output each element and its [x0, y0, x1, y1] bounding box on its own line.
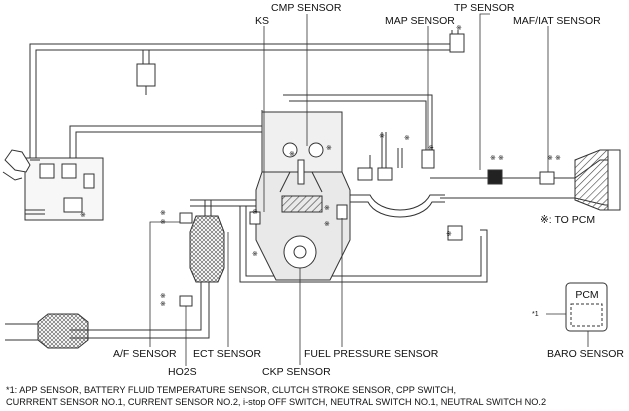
map-sensor-body — [421, 149, 435, 169]
svg-text:※: ※ — [490, 154, 496, 162]
leader-tp — [479, 13, 490, 170]
svg-text:※: ※ — [160, 292, 166, 300]
pcm-label: PCM — [575, 289, 598, 301]
svg-text:※: ※ — [547, 154, 553, 162]
purge-valve — [136, 63, 156, 95]
upper-valve — [449, 33, 465, 53]
ho2s-body — [179, 295, 193, 307]
fuel-pressure-body — [336, 204, 348, 220]
ks-label: KS — [255, 15, 269, 27]
svg-text:※: ※ — [379, 132, 385, 140]
leader-af — [149, 221, 180, 347]
engine-block — [255, 111, 351, 281]
svg-text:※: ※ — [252, 208, 258, 216]
vent-solenoid — [377, 167, 393, 181]
svg-text:※: ※ — [555, 154, 561, 162]
tp-sensor-label: TP SENSOR — [454, 2, 515, 14]
svg-text:※: ※ — [80, 211, 86, 219]
evap-canister — [24, 157, 104, 221]
pcm-ref-label: *1 — [532, 311, 539, 318]
baro-sensor-label: BARO SENSOR — [547, 348, 624, 360]
tp-sensor-body — [487, 169, 503, 185]
svg-text:※: ※ — [160, 218, 166, 226]
catalytic-converter — [189, 215, 225, 283]
maf-iat-sensor-label: MAF/IAT SENSOR — [513, 15, 601, 27]
svg-text:※: ※ — [404, 134, 410, 142]
svg-text:※: ※ — [289, 150, 295, 158]
footnote-line-2: CURRRENT SENSOR NO.1, CURRENT SENSOR NO.… — [6, 397, 546, 407]
cmp-sensor-label: CMP SENSOR — [271, 2, 342, 14]
svg-text:※: ※ — [324, 204, 330, 212]
svg-text:※: ※ — [160, 300, 166, 308]
svg-text:※: ※ — [160, 209, 166, 217]
fuel-filler-pipe — [2, 149, 40, 181]
svg-text:※: ※ — [252, 250, 258, 258]
af-sensor-label: A/F SENSOR — [113, 348, 177, 360]
purge-solenoid — [357, 167, 373, 181]
to-pcm-markers: ※ ※ ※ ※ ※ ※ ※ ※ ※ ※ ※ ※ ※ ※ ※ ※ ※ ※ ※ ※ — [80, 24, 561, 308]
svg-text:※: ※ — [326, 144, 332, 152]
ckp-sensor-label: CKP SENSOR — [262, 366, 331, 378]
svg-text:※: ※ — [498, 154, 504, 162]
ho2s-label: HO2S — [168, 366, 197, 378]
map-sensor-label: MAP SENSOR — [385, 15, 455, 27]
rear-catalyst — [5, 313, 89, 349]
pcm-module: PCM *1 — [532, 282, 608, 332]
svg-text:※: ※ — [456, 24, 462, 32]
svg-text:※: ※ — [324, 220, 330, 228]
fuel-pressure-sensor-label: FUEL PRESSURE SENSOR — [304, 348, 439, 360]
footnote-line-1: *1: APP SENSOR, BATTERY FLUID TEMPERATUR… — [6, 385, 456, 395]
ect-sensor-label: ECT SENSOR — [193, 348, 261, 360]
svg-text:※: ※ — [428, 144, 434, 152]
to-pcm-legend: ※: TO PCM — [540, 214, 595, 226]
maf-sensor-body — [539, 171, 555, 185]
baro-side-valve — [447, 225, 463, 241]
svg-text:※: ※ — [446, 230, 452, 238]
ks-body — [249, 211, 261, 225]
af-body — [179, 212, 193, 224]
air-cleaner — [574, 149, 621, 211]
